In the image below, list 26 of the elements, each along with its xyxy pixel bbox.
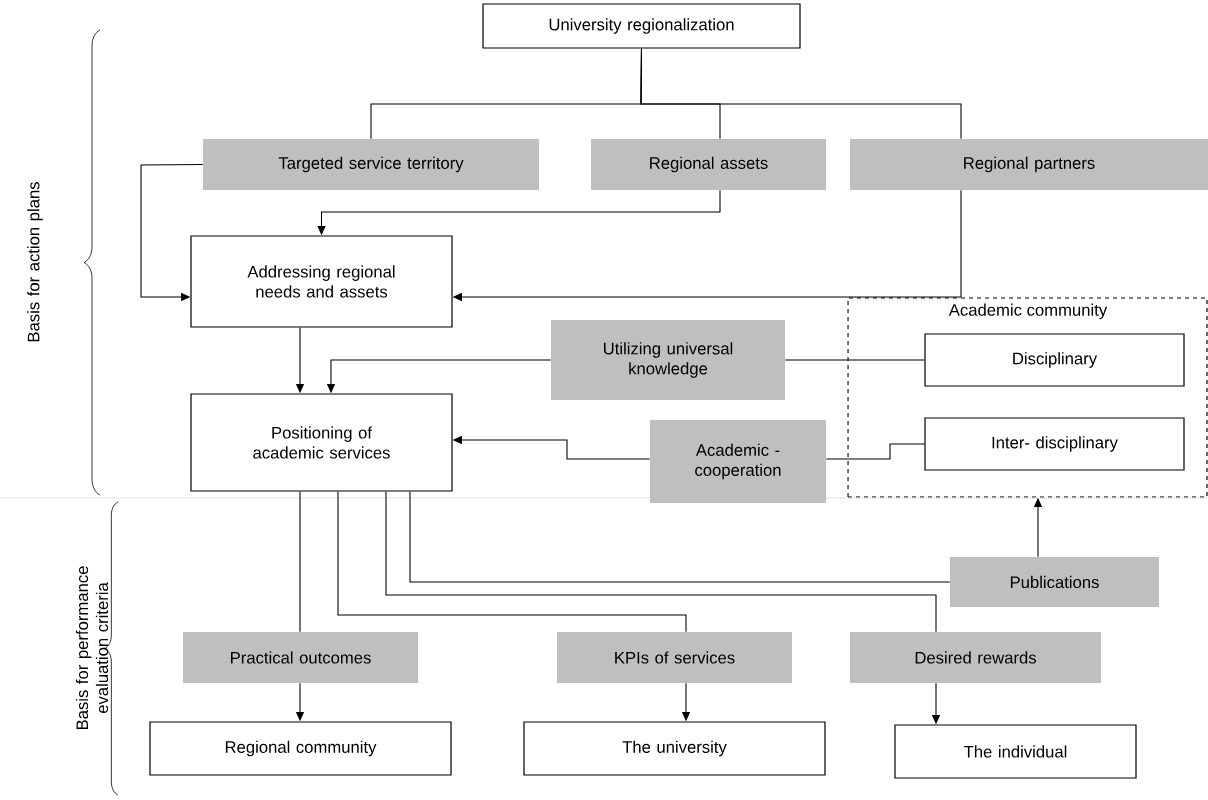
connector-line: [784, 359, 925, 361]
side-label: Basis for performance evaluation criteria: [75, 566, 109, 730]
process-box: Addressing regional needs and assets: [190, 235, 453, 328]
connector-line: [640, 48, 962, 140]
shaded-box: Practical outcomes: [183, 632, 418, 683]
shaded-box: KPIs of services: [557, 632, 792, 683]
process-box: Regional community: [149, 721, 452, 776]
process-box: Positioning of academic services: [190, 393, 453, 492]
connector-line: [409, 491, 951, 583]
shaded-box: Publications: [950, 557, 1159, 607]
connector-line: [299, 491, 301, 633]
connector-line: [337, 491, 687, 633]
shaded-box: Regional assets: [591, 139, 826, 190]
process-box: The university: [523, 721, 826, 776]
process-box: Disciplinary: [924, 333, 1185, 387]
shaded-box: Academic - cooperation: [650, 420, 826, 503]
process-box: The individual: [894, 724, 1137, 779]
shaded-box: Regional partners: [850, 139, 1208, 190]
shaded-box: Utilizing universal knowledge: [551, 320, 785, 400]
connector-line: [825, 443, 925, 460]
shaded-box: Desired rewards: [850, 632, 1101, 683]
connector-line: [385, 491, 937, 633]
process-box: Inter- disciplinary: [924, 417, 1185, 471]
shaded-box: Targeted service territory: [203, 139, 539, 190]
process-box: University regionalization: [482, 3, 801, 49]
side-label: Basis for action plans: [27, 182, 43, 342]
